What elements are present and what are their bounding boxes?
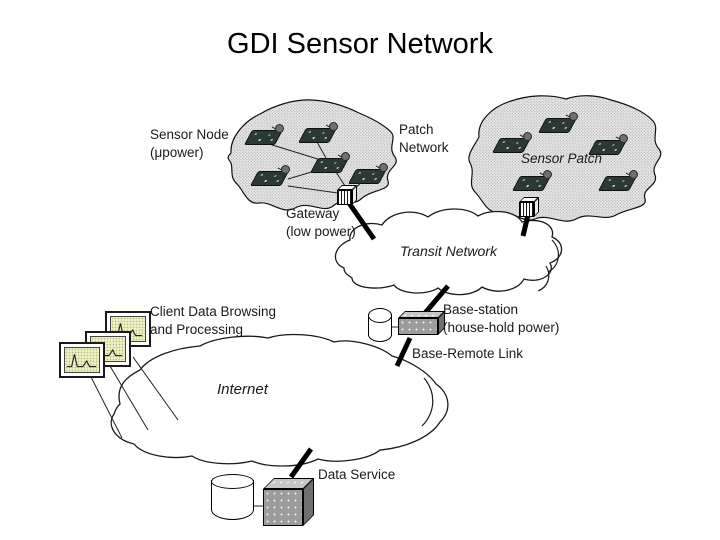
cube-front-face [519, 202, 534, 217]
data-database-cylinder-icon [211, 474, 254, 520]
sensor-node-icon [538, 112, 578, 134]
base-remote-link-line [394, 336, 413, 368]
client-link-3 [132, 356, 179, 421]
sensor-node-icon [598, 170, 638, 192]
base-remote-link-label: Base-Remote Link [412, 346, 524, 361]
client-monitor-icon [59, 342, 105, 378]
mote-antenna-ball [379, 163, 388, 172]
internet-label: Internet [217, 381, 268, 398]
transit-cloud-tail-arc [547, 239, 559, 273]
mote-antenna-ball [543, 170, 552, 179]
cube-front-face [398, 318, 438, 335]
base-database-cylinder-icon [368, 308, 392, 342]
sensor-node-icon [310, 152, 350, 174]
sensor-node-label: Sensor Node (μpower) [150, 127, 229, 160]
peak-chart-icon [66, 354, 97, 368]
mote-antenna-ball [619, 134, 628, 143]
internet-cloud-inner-arc [421, 377, 434, 427]
sensor-node-icon [512, 170, 552, 192]
client-label: Client Data Browsing and Processing [150, 304, 277, 337]
sensor-node-icon [588, 134, 628, 156]
mote-antenna-ball [329, 122, 338, 131]
data-service-label: Data Service [318, 467, 396, 482]
client-link-1 [89, 374, 123, 439]
transit-network-label: Transit Network [400, 243, 497, 259]
mote-antenna-ball [569, 112, 578, 121]
gateway-label: Gateway (low power) [286, 206, 356, 239]
mote-antenna-ball [629, 170, 638, 179]
sensor-node-icon [298, 122, 338, 144]
patch-network-label: Patch Network [399, 122, 449, 155]
mote-antenna-ball [275, 124, 284, 133]
transit-cloud-tail-arc2 [537, 265, 550, 292]
sensor-node-icon [492, 132, 532, 154]
sensor-node-icon [348, 163, 388, 185]
transit-network-cloud [334, 208, 563, 296]
mote-antenna-ball [281, 165, 290, 174]
gateway2-to-transit-link [520, 214, 531, 237]
internet-cloud [110, 333, 449, 467]
client-link-2 [109, 365, 149, 431]
base-station-label: Base-station (house-hold power) [443, 302, 560, 335]
cube-front-face [263, 489, 303, 526]
mote-antenna-ball [523, 132, 532, 141]
gateway-to-transit-link [346, 201, 377, 241]
mote-antenna-ball [341, 152, 350, 161]
sensor-node-icon [250, 165, 290, 187]
page-title: GDI Sensor Network [227, 28, 493, 60]
monitor-screen [64, 347, 100, 373]
sensor-node-icon [244, 124, 284, 146]
cube-front-face [337, 190, 352, 205]
sensor-patch-label: Sensor Patch [521, 151, 603, 166]
internet-to-dataservice-link [288, 447, 314, 479]
